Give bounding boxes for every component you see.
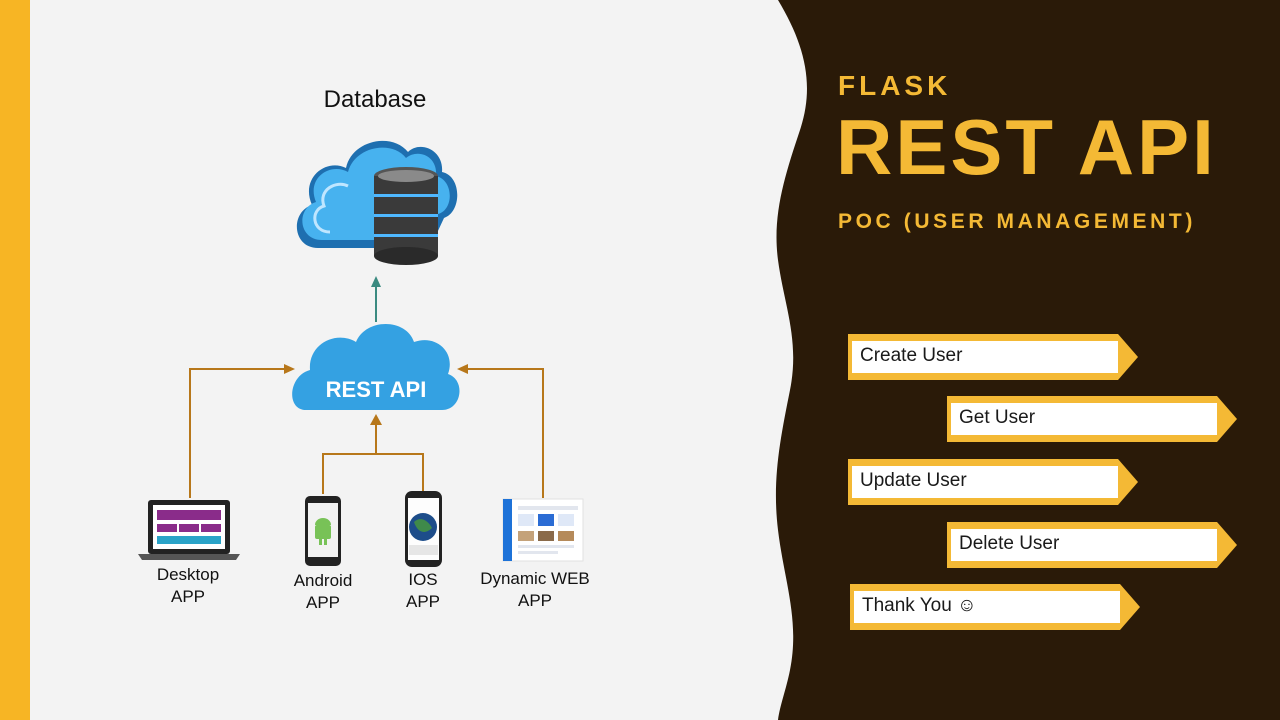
android-phone-icon	[305, 496, 341, 566]
client-label-line2: APP	[170, 587, 206, 606]
menu-item-label: Delete User	[959, 533, 1060, 554]
client-label-line1: IOS	[408, 570, 438, 589]
menu-item-get-user[interactable]: Get User	[947, 396, 1237, 442]
pill-arrow-shape	[848, 459, 1138, 505]
title-kicker: FLASK	[838, 70, 952, 101]
client-label-line2: APP	[305, 593, 341, 612]
ios-phone-icon	[405, 491, 442, 567]
menu-item-thank-you[interactable]: Thank You ☺	[850, 584, 1140, 630]
menu-item-label: Get User	[959, 407, 1036, 428]
client-label-line1: Desktop	[156, 565, 220, 584]
client-android-app: Android APP	[270, 570, 376, 614]
menu-item-create-user[interactable]: Create User	[848, 334, 1138, 380]
pill-arrow-shape	[947, 522, 1237, 568]
client-label-line2: APP	[517, 591, 553, 610]
database-label: Database	[323, 86, 427, 113]
pill-arrow-shape	[850, 584, 1140, 630]
web-app-icon	[502, 498, 584, 562]
laptop-icon	[138, 500, 240, 560]
client-label-line1: Dynamic WEB	[480, 569, 590, 588]
rest-api-cloud-icon	[292, 324, 460, 410]
menu-item-delete-user[interactable]: Delete User	[947, 522, 1237, 568]
client-ios-app: IOS APP	[382, 569, 464, 613]
page-subtitle: POC (USER MANAGEMENT)	[838, 210, 1196, 233]
menu-item-label: Thank You ☺	[862, 595, 977, 616]
page-title: REST API	[836, 103, 1217, 191]
pill-arrow-shape	[848, 334, 1138, 380]
client-desktop-app: Desktop APP	[130, 564, 246, 608]
rest-api-label: REST API	[325, 377, 427, 402]
client-web-app: Dynamic WEB APP	[470, 568, 600, 612]
database-cloud-icon	[296, 140, 458, 265]
client-label-line2: APP	[405, 592, 441, 611]
architecture-diagram	[138, 140, 584, 567]
pill-arrow-shape	[947, 396, 1237, 442]
menu-item-update-user[interactable]: Update User	[848, 459, 1138, 505]
client-label-line1: Android	[293, 571, 353, 590]
menu-item-label: Update User	[860, 470, 967, 491]
client-arrows	[189, 368, 544, 498]
menu-item-label: Create User	[860, 345, 963, 366]
accent-bar	[0, 0, 30, 720]
